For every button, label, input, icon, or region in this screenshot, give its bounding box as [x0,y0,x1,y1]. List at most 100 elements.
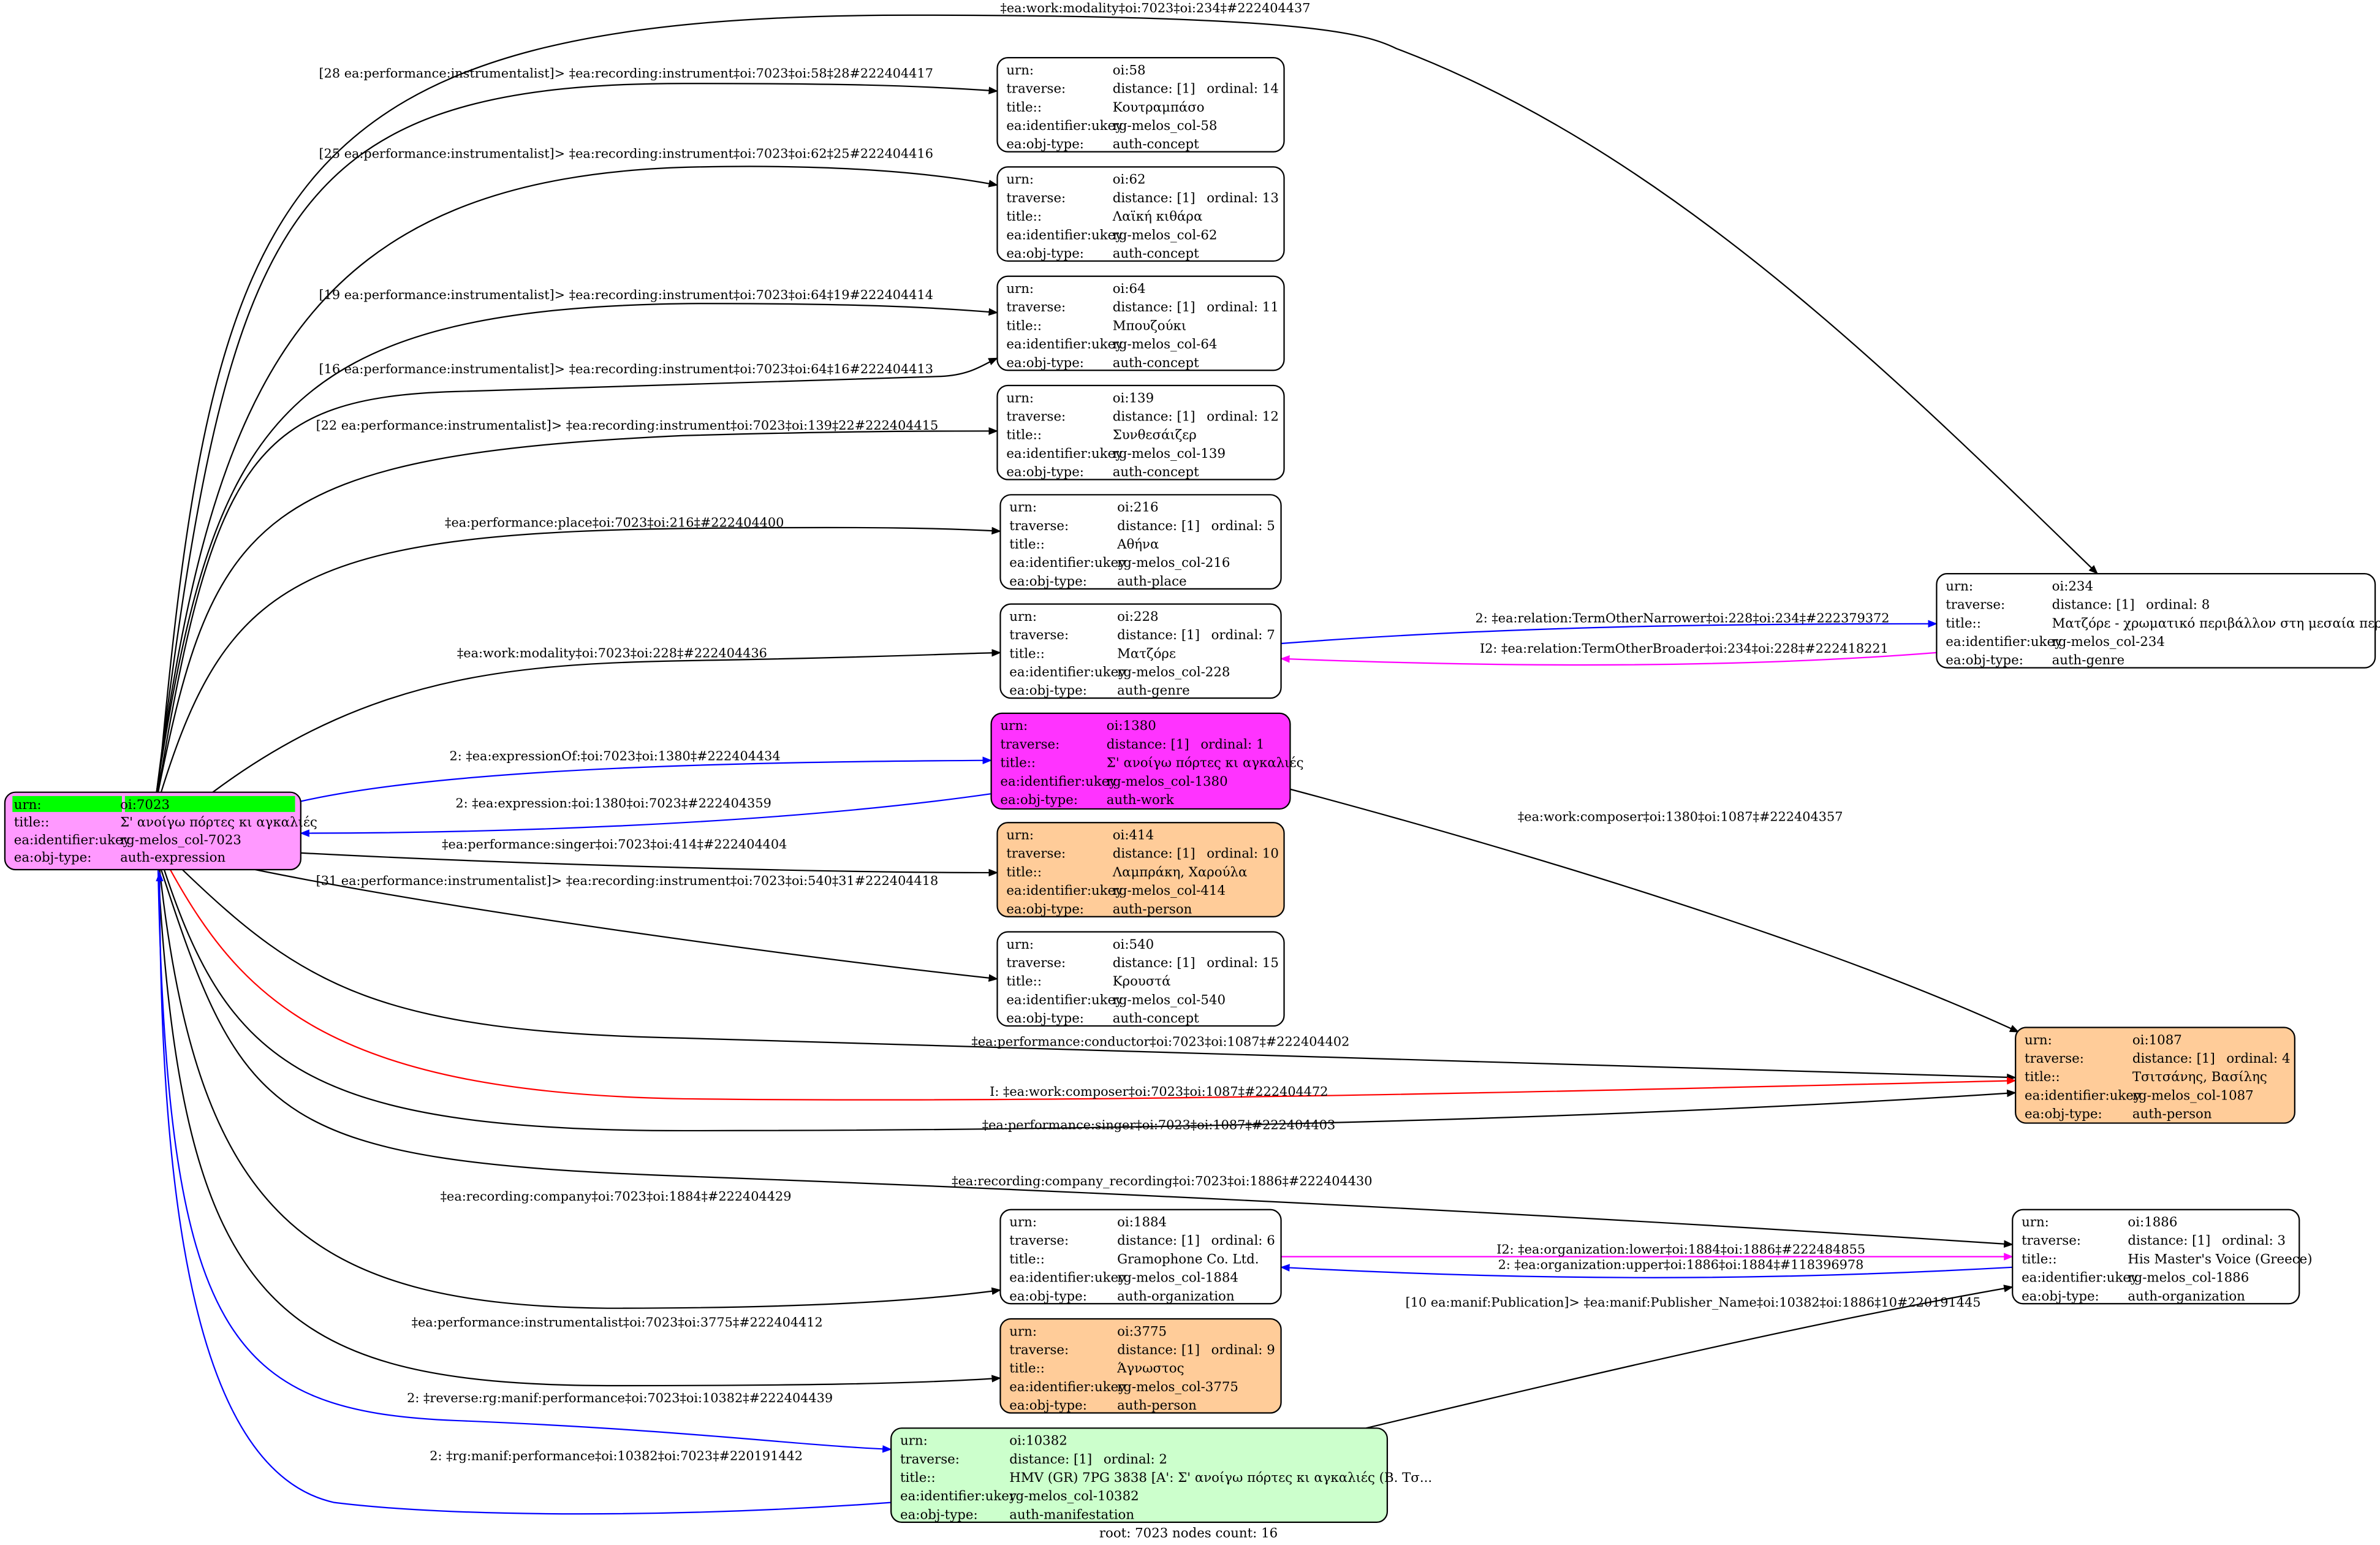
field-label-traverse: traverse: [900,1452,960,1467]
edge-label: 2: ‡ea:expression:‡oi:1380‡oi:7023‡#2224… [455,795,771,810]
traverse-distance: distance: [1] [1117,628,1200,643]
edge-path [1281,620,1938,645]
field-label-objtype: ea:obj-type: [1009,1289,1087,1304]
field-value-objtype: auth-person [1117,1398,1197,1413]
field-value-urn: oi:540 [1113,937,1154,952]
edge-label: ‡ea:performance:conductor‡oi:7023‡oi:108… [971,1034,1349,1049]
field-value-ukey: rg-melos_col-1886 [2128,1270,2249,1286]
field-label-objtype: ea:obj-type: [1009,1398,1087,1413]
field-label-traverse: traverse: [1009,628,1069,643]
edge-label: 2: ‡ea:expressionOf:‡oi:7023‡oi:1380‡#22… [450,749,781,764]
traverse-ordinal: ordinal: 1 [1200,737,1264,752]
edge-path [300,756,993,802]
field-label-ukey: ea:identifier:ukey [14,832,131,848]
traverse-distance: distance: [1] [1113,191,1196,206]
edge-path [160,869,2014,1248]
edge-label: [25 ea:performance:instrumentalist]> ‡ea… [319,146,933,161]
field-label-ukey: ea:identifier:ukey [1006,446,1123,461]
field-value-objtype: auth-work [1107,792,1175,808]
field-value-objtype: auth-person [2132,1107,2212,1122]
field-label-title: title:: [1000,756,1036,771]
field-value-title: Συνθεσάιζερ [1113,428,1197,443]
field-label-ukey: ea:identifier:ukey [2025,1088,2141,1103]
field-value-objtype: auth-organization [1117,1289,1235,1304]
traverse-distance: distance: [1] [1113,955,1196,971]
field-label-traverse: traverse: [1009,1233,1069,1248]
field-value-objtype: auth-place [1117,574,1186,589]
field-label-traverse: traverse: [1009,1342,1069,1357]
field-value-ukey: rg-melos_col-62 [1113,227,1218,243]
edge-label: ‡ea:recording:company_recording‡oi:7023‡… [952,1174,1372,1188]
field-label-urn: urn: [1000,718,1028,734]
traverse-ordinal: ordinal: 7 [1211,628,1275,643]
field-label-title: title:: [2022,1251,2057,1267]
edge-path [255,868,999,982]
edge-label: 2: ‡rg:manif:performance‡oi:10382‡oi:702… [430,1448,803,1463]
field-value-objtype: auth-concept [1113,465,1199,480]
node-box [996,166,1285,262]
field-label-traverse: traverse: [2025,1051,2084,1066]
field-label-traverse: traverse: [2022,1233,2081,1248]
edge-path [163,869,2017,1132]
edge-label: I2: ‡ea:organization:lower‡oi:1884‡oi:18… [1496,1242,1865,1257]
field-value-ukey: rg-melos_col-1380 [1107,774,1228,789]
field-label-traverse: traverse: [1006,300,1066,315]
field-label-objtype: ea:obj-type: [2022,1289,2099,1304]
field-label-objtype: ea:obj-type: [1000,792,1078,808]
field-value-title: Μπουζούκι [1113,318,1186,333]
field-label-traverse: traverse: [1006,191,1066,206]
traverse-ordinal: ordinal: 2 [1104,1452,1167,1467]
footer-summary: root: 7023 nodes count: 16 [1099,1526,1278,1541]
traverse-distance: distance: [1] [1009,1452,1092,1467]
field-label-urn: urn: [1006,827,1034,843]
field-label-objtype: ea:obj-type: [1006,137,1084,152]
traverse-distance: distance: [1] [1113,300,1196,315]
node-box [990,712,1291,810]
traverse-distance: distance: [1] [1117,518,1200,534]
field-value-urn: oi:216 [1117,500,1158,515]
field-label-objtype: ea:obj-type: [2025,1107,2102,1122]
field-label-title: title:: [1009,537,1045,552]
field-value-ukey: rg-melos_col-64 [1113,337,1218,352]
field-label-urn: urn: [1006,281,1034,297]
field-value-title: Λαμπράκη, Χαρούλα [1112,865,1248,880]
field-label-ukey: ea:identifier:ukey [1006,118,1123,134]
field-value-title: Τσιτσάνης, Βασίλης [2132,1069,2267,1085]
edge-label: ‡ea:performance:instrumentalist‡oi:7023‡… [412,1315,823,1329]
edge-label: 2: ‡ea:relation:TermOtherNarrower‡oi:228… [1476,610,1890,625]
field-label-urn: urn: [1006,63,1034,78]
field-label-urn: urn: [2025,1033,2052,1048]
node-box [999,603,1282,699]
field-label-title: title:: [1006,100,1042,115]
field-label-traverse: traverse: [1006,846,1066,862]
field-value-ukey: rg-melos_col-216 [1117,555,1230,571]
edge-labels: ‡ea:work:modality‡oi:7023‡oi:234‡#222404… [316,1,1981,1463]
field-label-title: title:: [2025,1069,2060,1085]
field-value-title: HMV (GR) 7PG 3838 [A': Σ' ανοίγω πόρτες … [1009,1470,1432,1486]
traverse-ordinal: ordinal: 14 [1207,82,1279,97]
edge-label: [10 ea:manif:Publication]> ‡ea:manif:Pub… [1406,1295,1981,1310]
field-value-objtype: auth-manifestation [1009,1507,1134,1522]
field-label-ukey: ea:identifier:ukey [900,1489,1017,1504]
field-value-ukey: rg-melos_col-1884 [1117,1270,1238,1286]
field-value-urn: oi:414 [1113,827,1154,843]
field-label-ukey: ea:identifier:ukey [2022,1270,2138,1286]
edge-label: ‡ea:work:composer‡oi:1380‡oi:1087‡#22240… [1518,810,1843,824]
field-label-urn: urn: [1006,390,1034,406]
